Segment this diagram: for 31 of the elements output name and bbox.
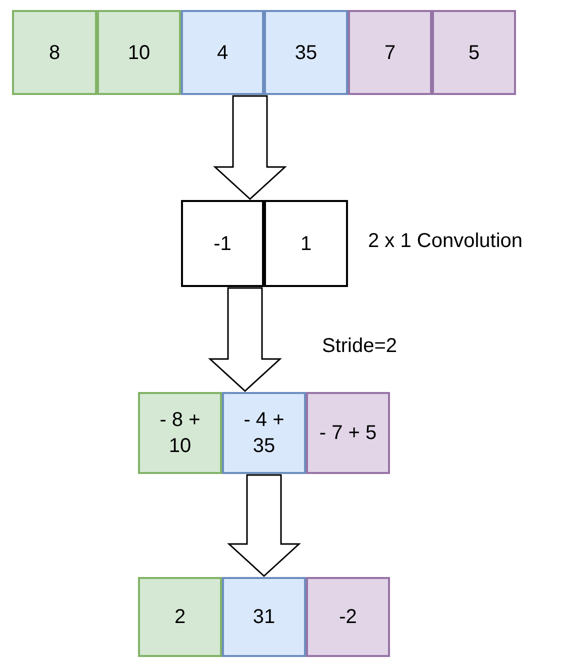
cell-value: - 8 + 10	[158, 408, 202, 459]
cell-value: 10	[128, 40, 150, 66]
array-cell	[432, 10, 516, 95]
array-cell	[222, 392, 306, 474]
block-arrow	[213, 95, 287, 200]
array-cell	[264, 10, 348, 95]
cell-value: 5	[468, 40, 480, 66]
array-cell	[264, 200, 348, 287]
array-cell	[306, 577, 390, 657]
cell-value: -2	[339, 605, 357, 630]
array-cell	[138, 392, 222, 474]
array-cell	[222, 577, 306, 657]
array-cell	[97, 10, 181, 95]
cell-value: -1	[214, 232, 232, 256]
array-cell	[306, 392, 390, 474]
cell-value: 35	[294, 40, 318, 66]
cell-value: 7	[384, 40, 396, 66]
cell-value: 1	[300, 232, 312, 256]
array-cell	[181, 200, 264, 287]
array-cell	[181, 10, 264, 95]
cell-value: - 7 + 5	[319, 421, 377, 446]
cell-value: 8	[48, 40, 60, 66]
cell-value: 4	[216, 40, 228, 66]
array-cell	[138, 577, 222, 657]
block-arrow	[208, 287, 282, 392]
array-cell	[348, 10, 432, 95]
cell-value: - 4 + 35	[242, 408, 286, 459]
cell-value: 31	[252, 605, 276, 630]
block-arrow	[227, 474, 301, 578]
array-cell	[12, 10, 97, 95]
cell-value: 2	[174, 605, 186, 630]
